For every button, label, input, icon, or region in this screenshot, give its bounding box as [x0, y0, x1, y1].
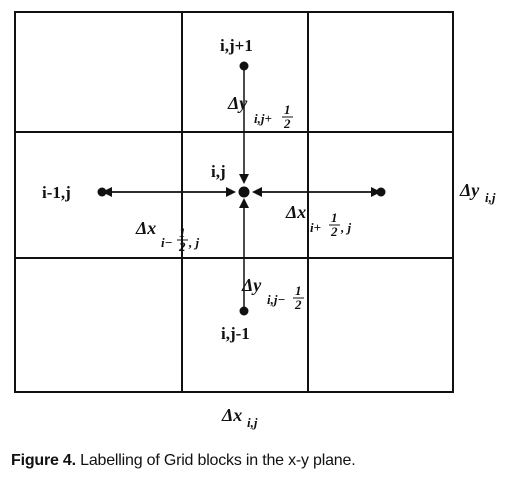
grid-outer-border [14, 11, 454, 393]
figure-caption: Figure 4. Labelling of Grid blocks in th… [11, 452, 356, 470]
label-dy-top-half-den: 2 [283, 116, 291, 131]
node-dot-left [97, 187, 107, 197]
label-dx-left-sub-j: , j [188, 235, 200, 250]
node-label-top: i,j+1 [220, 36, 253, 55]
label-dx-right-half-num: 1 [331, 210, 338, 225]
label-dx-left-half-den: 2 [178, 239, 186, 254]
label-dy-cell: Δy [459, 180, 480, 200]
label-dx-left-sub-i: i− [161, 235, 173, 250]
node-dot-bottom [239, 306, 249, 316]
label-dy-bottom-half-den: 2 [294, 297, 302, 312]
label-dy-bottom-sub: i,j− [267, 292, 285, 307]
label-dx-left-half-num: 1 [179, 225, 186, 240]
label-dy-bottom-half-num: 1 [295, 283, 302, 298]
node-label-left: i-1,j [42, 183, 71, 202]
label-dx-right-half-den: 2 [330, 224, 338, 239]
label-dy-cell-sub: i,j [485, 190, 496, 205]
node-dot-right [376, 187, 386, 197]
node-dot-center [238, 186, 250, 198]
node-dot-top [239, 61, 249, 71]
label-dx-cell: Δx [221, 405, 242, 425]
label-dy-bottom: Δy [241, 275, 262, 295]
node-label-center: i,j [211, 162, 226, 181]
label-dx-cell-sub: i,j [247, 415, 258, 430]
label-dx-right-sub-i: i+ [310, 220, 321, 235]
figure-caption-prefix: Figure 4. [11, 452, 76, 469]
label-dx-right-sub-j: , j [340, 220, 352, 235]
label-dy-top-sub: i,j+ [254, 111, 272, 126]
label-dy-top: Δy [227, 93, 248, 113]
label-dy-top-half-num: 1 [284, 102, 291, 117]
node-label-bottom: i,j-1 [221, 324, 250, 343]
figure-caption-text: Labelling of Grid blocks in the x-y plan… [75, 452, 356, 469]
label-dx-right: Δx [285, 202, 306, 222]
label-dx-left: Δx [135, 218, 156, 238]
